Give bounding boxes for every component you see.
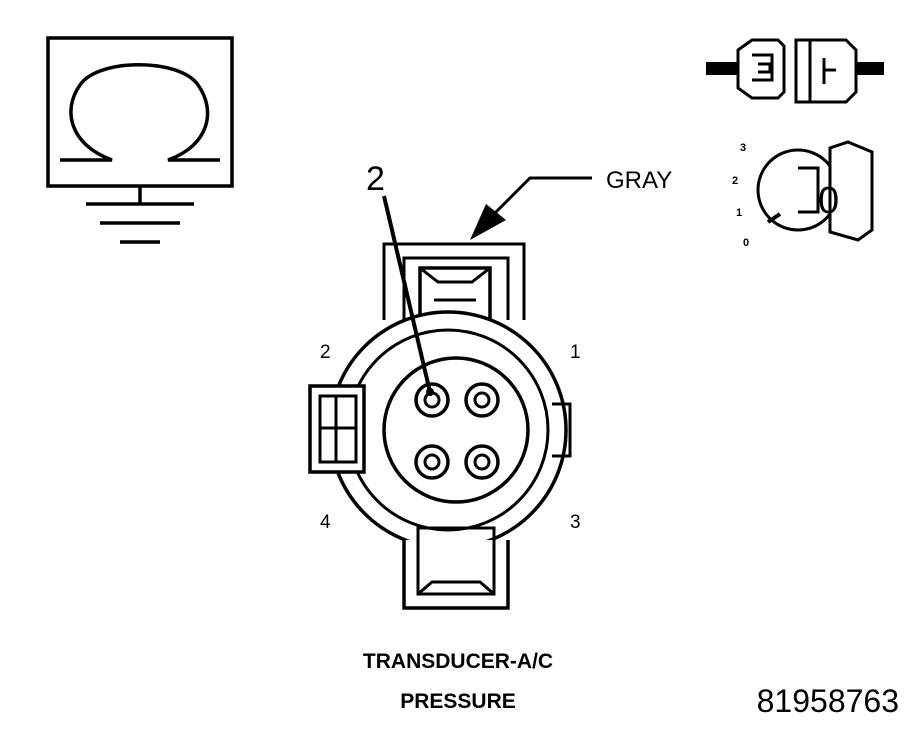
disconnected-connector-icon	[706, 38, 884, 104]
pin-label-4: 4	[320, 512, 331, 533]
key-position-2: 2	[732, 175, 738, 187]
pin-label-2: 2	[320, 342, 331, 363]
key-position-0: 0	[743, 237, 749, 249]
ignition-key-off-icon: 0 1 2 3 0	[732, 140, 874, 249]
terminal-cavity-1	[464, 382, 500, 418]
key-position-3: 3	[740, 142, 746, 154]
terminal-cavity-3	[464, 444, 500, 480]
wire-color-label: GRAY	[606, 167, 672, 194]
pin-label-3: 3	[570, 512, 581, 533]
terminal-cavity-4	[414, 444, 450, 480]
callout-number: 2	[366, 160, 385, 198]
figure-id: 81958763	[757, 683, 899, 719]
ohmmeter-ground-icon	[46, 36, 234, 244]
caption-line-2: PRESSURE	[400, 690, 516, 713]
callout-leader	[382, 195, 434, 396]
connector-face	[308, 242, 572, 610]
key-position-1: 1	[736, 207, 742, 219]
caption-line-1: TRANSDUCER-A/C	[363, 650, 553, 673]
gray-color-arrow	[470, 176, 592, 240]
pin-label-1: 1	[570, 342, 581, 363]
key-position-label: 0	[818, 180, 839, 222]
